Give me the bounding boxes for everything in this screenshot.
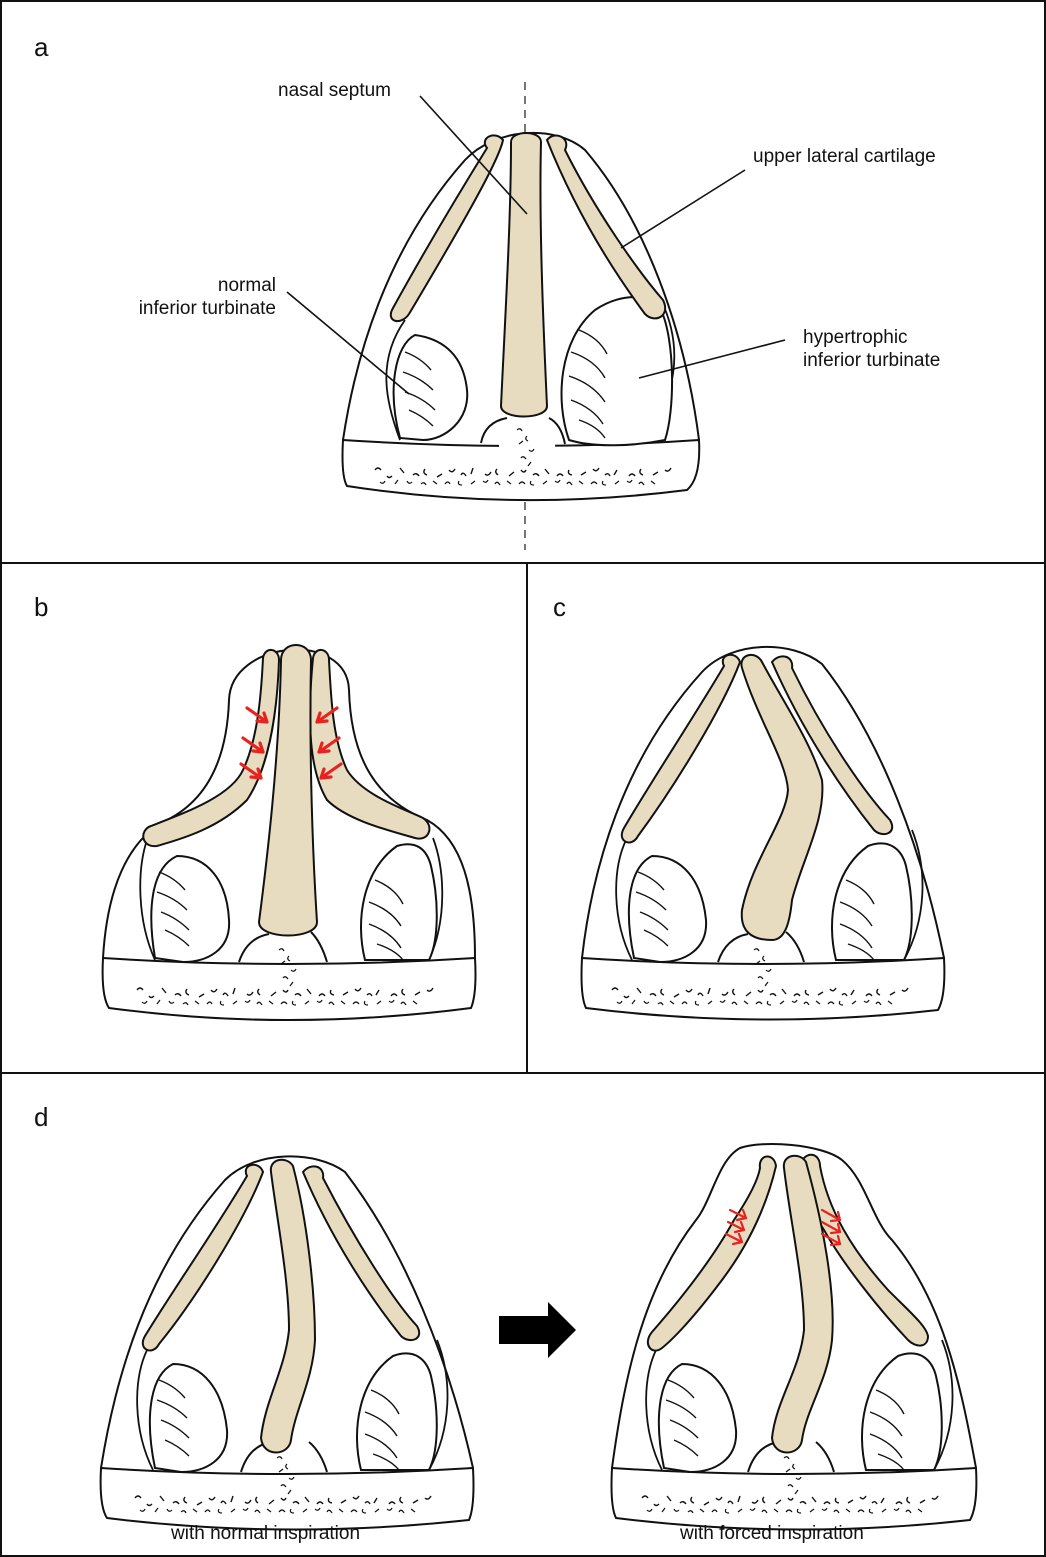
transition-arrow bbox=[499, 1302, 576, 1358]
panel-c-nose-septal-deviation bbox=[582, 647, 945, 1020]
label-hypertrophic-inferior-turbinate: hypertrophic inferior turbinate bbox=[803, 326, 940, 372]
panel-b-nose-valve-collapse bbox=[103, 645, 476, 1020]
panel-letter-b: b bbox=[34, 594, 48, 620]
label-nasal-septum: nasal septum bbox=[278, 79, 391, 102]
inferior-turbinate-right bbox=[832, 843, 912, 960]
upper-lateral-cartilage-right bbox=[547, 135, 665, 318]
panel-letter-a: a bbox=[34, 34, 48, 60]
upper-lateral-cartilage-left bbox=[648, 1156, 776, 1350]
panel-letter-c: c bbox=[553, 594, 566, 620]
label-normal-inferior-turbinate: normal inferior turbinate bbox=[96, 274, 276, 320]
inferior-turbinate-left bbox=[151, 856, 229, 962]
panel-d-nose-forced-inspiration bbox=[612, 1144, 977, 1530]
inferior-turbinate-right bbox=[357, 1353, 437, 1470]
label-normal-line1: normal bbox=[96, 274, 276, 297]
label-hypertrophic-line2: inferior turbinate bbox=[803, 349, 940, 372]
panel-a-nose-normal bbox=[287, 82, 785, 550]
upper-lateral-cartilage-left bbox=[622, 655, 740, 843]
nasal-septum bbox=[501, 133, 547, 417]
panel-d-nose-normal-inspiration bbox=[101, 1156, 474, 1529]
caption-forced-inspiration: with forced inspiration bbox=[680, 1524, 864, 1543]
label-normal-line2: inferior turbinate bbox=[96, 297, 276, 320]
panel-letter-d: d bbox=[34, 1104, 48, 1130]
upper-lateral-cartilage-left bbox=[391, 135, 503, 321]
deviated-nasal-septum bbox=[741, 655, 822, 940]
label-hypertrophic-line1: hypertrophic bbox=[803, 326, 940, 349]
inferior-turbinate-right bbox=[862, 1353, 942, 1470]
inferior-turbinate-right bbox=[361, 844, 437, 960]
deviated-nasal-septum bbox=[261, 1160, 315, 1453]
upper-lateral-cartilage-right bbox=[303, 1166, 419, 1340]
upper-lateral-cartilage-left bbox=[143, 1165, 263, 1351]
caption-normal-inspiration: with normal inspiration bbox=[171, 1524, 360, 1543]
label-upper-lateral-cartilage: upper lateral cartilage bbox=[753, 145, 936, 168]
